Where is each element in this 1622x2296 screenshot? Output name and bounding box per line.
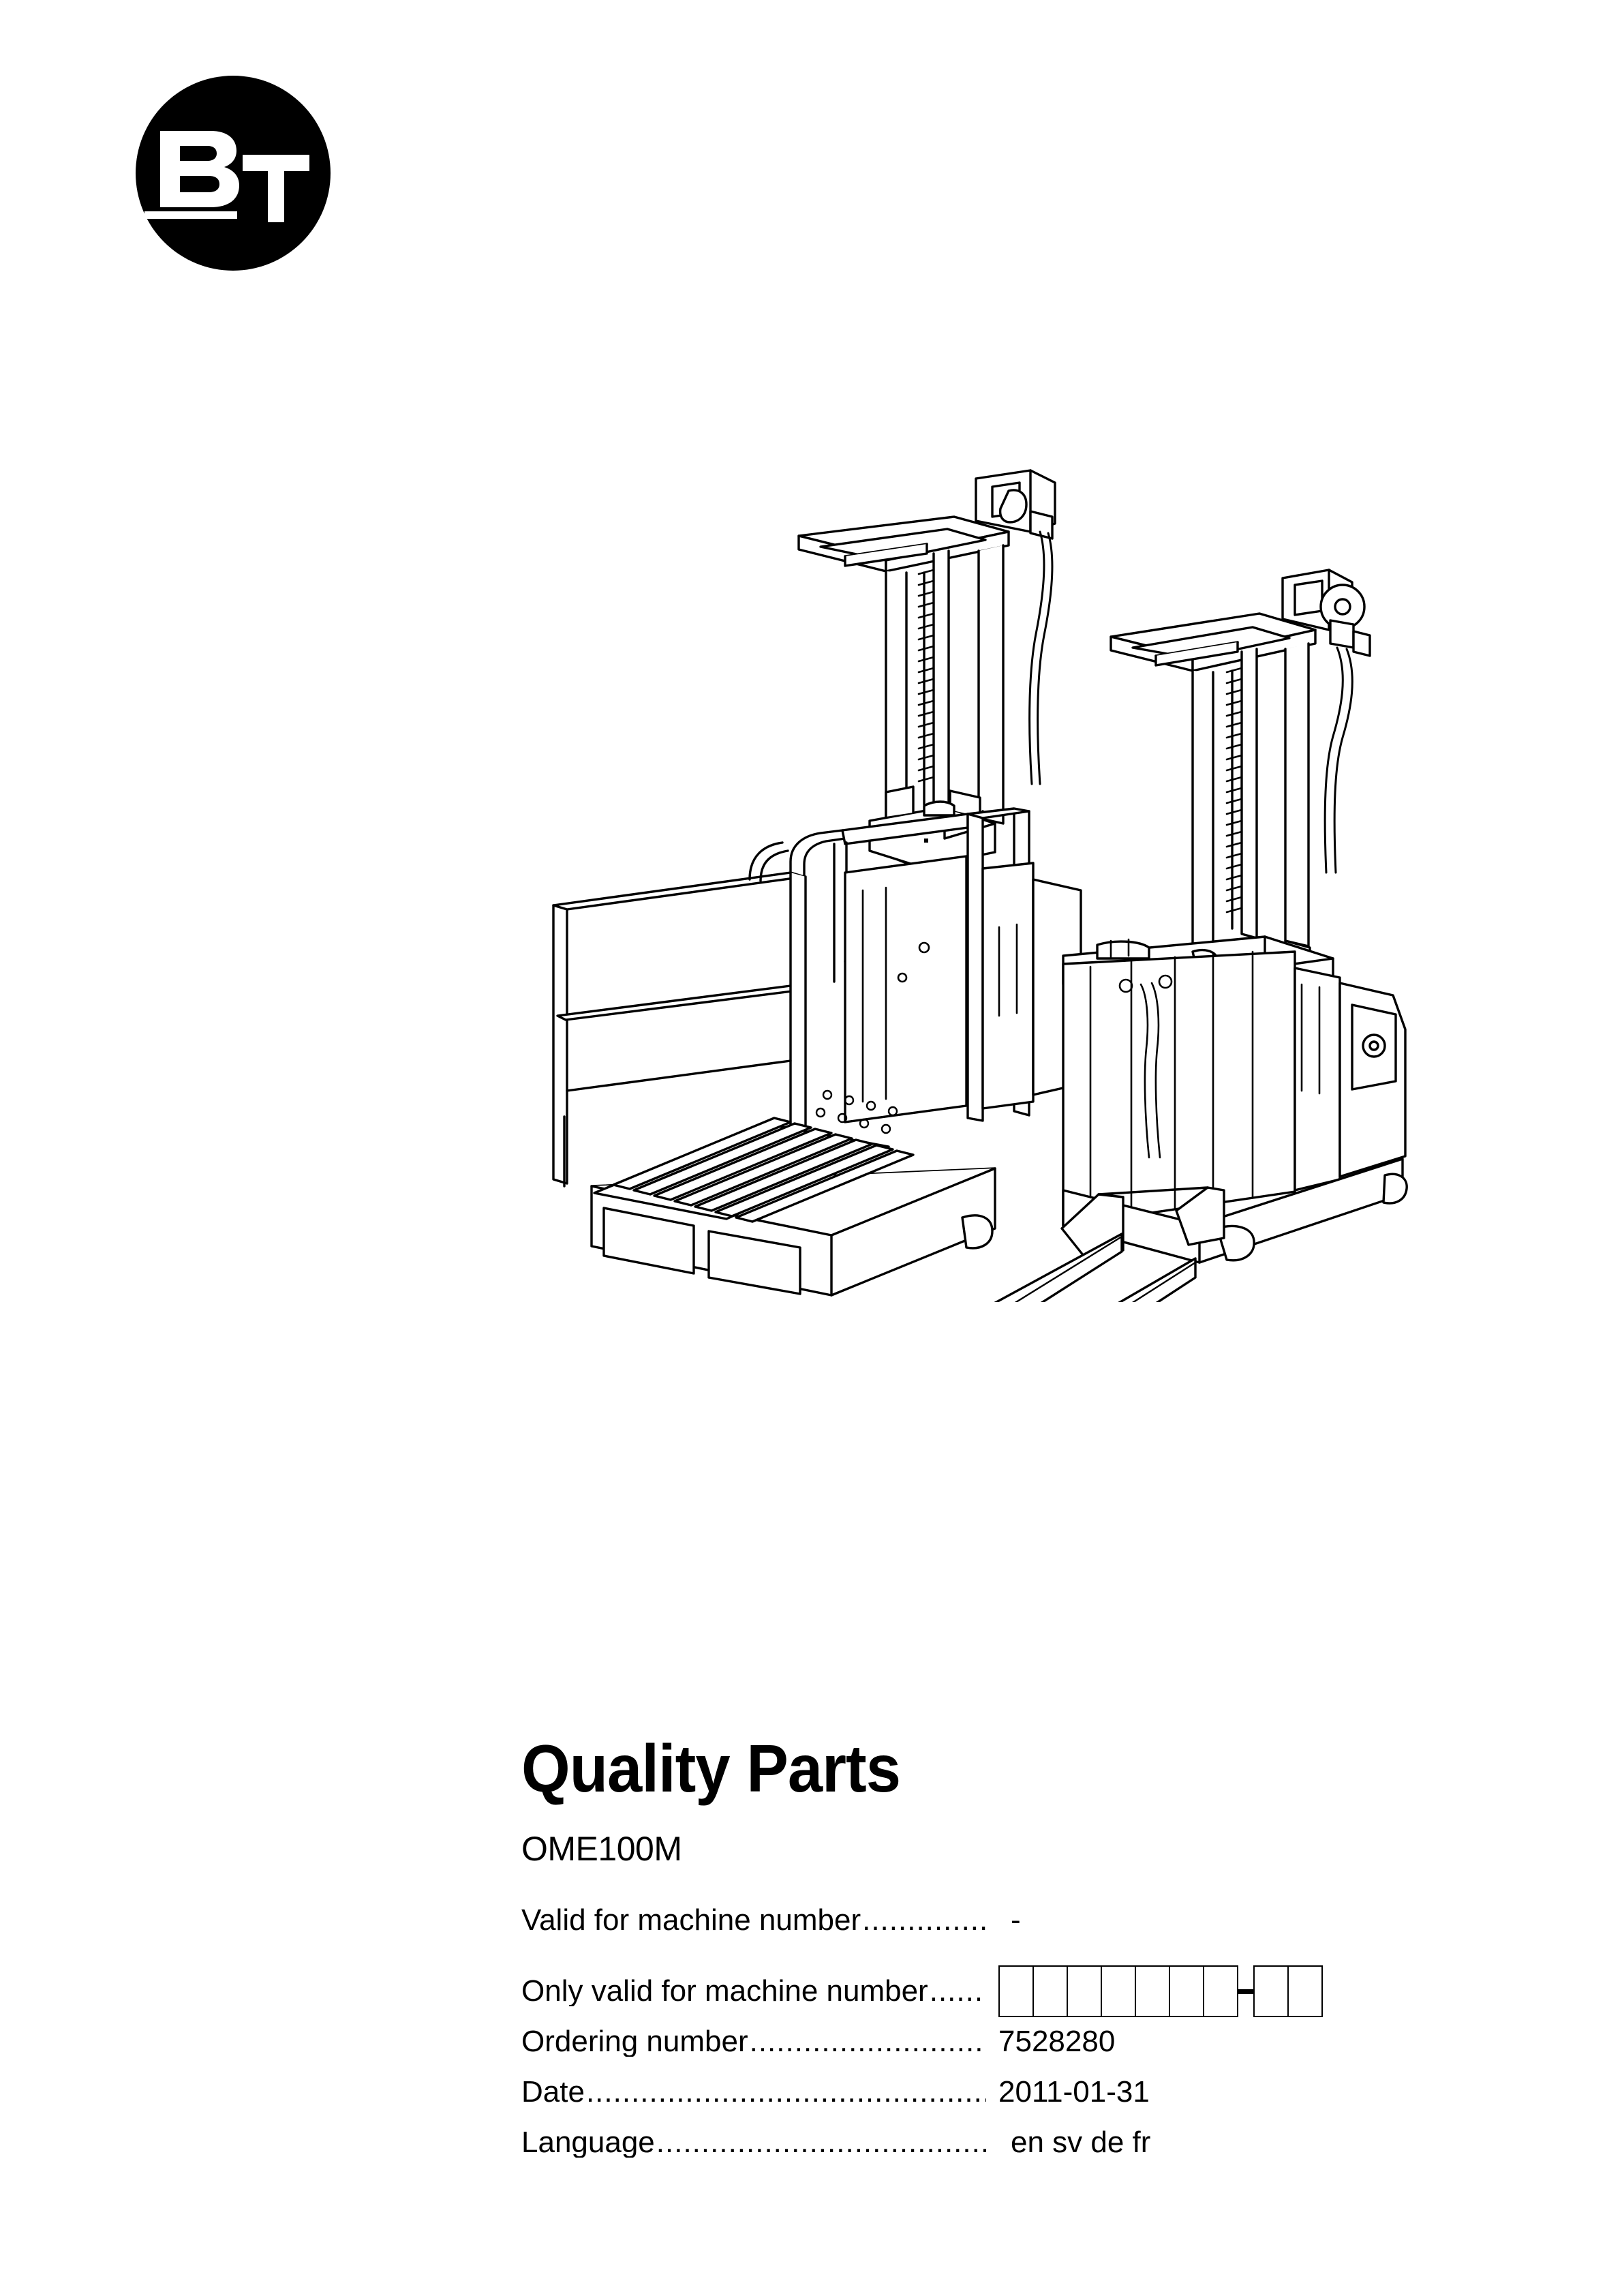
spec-label-wrap: Valid for machine number xyxy=(521,1905,986,1935)
rear-bolt-plate xyxy=(815,1089,898,1134)
front-mast-chain xyxy=(1225,667,1243,913)
serial-cell[interactable] xyxy=(1253,1965,1289,2017)
front-body-panel xyxy=(1062,950,1341,1227)
serial-cell[interactable] xyxy=(1032,1965,1068,2017)
dotted-leader xyxy=(862,1905,986,1935)
page-title: Quality Parts xyxy=(521,1731,901,1806)
front-chassis-base xyxy=(1062,1158,1408,1264)
front-left-post xyxy=(1191,669,1214,961)
serial-cell[interactable] xyxy=(1203,1965,1238,2017)
title-block: Quality Parts OME100M Valid for machine … xyxy=(521,1735,1475,2178)
serial-group-primary[interactable] xyxy=(998,1965,1238,2017)
spec-row-ordering-number: Ordering number 7528280 xyxy=(521,2027,1475,2077)
forks xyxy=(994,1233,1197,1302)
dotted-leader xyxy=(750,2027,986,2057)
model-designation: OME100M xyxy=(521,1830,682,1868)
front-machine xyxy=(994,569,1408,1302)
serial-cell[interactable] xyxy=(1169,1965,1204,2017)
order-picker-truck-illustration xyxy=(409,402,1540,1302)
logo-underline-gap xyxy=(237,211,243,219)
pallet-slat-deck xyxy=(593,1117,915,1223)
spec-value: 7528280 xyxy=(998,2025,1116,2058)
rear-drive-head xyxy=(975,469,1056,540)
spec-row-only-valid-for-machine-number: Only valid for machine number xyxy=(521,1956,1475,2027)
spec-label: Date xyxy=(521,2077,585,2107)
front-drive-head xyxy=(1281,569,1371,657)
spec-label-wrap: Ordering number xyxy=(521,2027,986,2057)
logo-letter-t xyxy=(243,155,309,222)
spec-label-wrap: Language xyxy=(521,2128,986,2158)
spec-row-language: Language en sv de fr xyxy=(521,2128,1475,2178)
rear-machine xyxy=(552,469,1082,1297)
rear-body-panel xyxy=(844,855,1082,1123)
serial-separator-dash xyxy=(1238,1989,1253,1994)
dotted-leader xyxy=(586,2077,986,2107)
front-rear-hood xyxy=(1338,982,1407,1178)
dotted-leader xyxy=(930,1976,986,2006)
serial-cell[interactable] xyxy=(1067,1965,1102,2017)
rear-right-post xyxy=(977,544,1005,825)
logo-letter-b xyxy=(160,131,239,207)
spec-label: Valid for machine number xyxy=(521,1905,861,1935)
spec-label: Ordering number xyxy=(521,2027,748,2057)
logo-underline xyxy=(144,211,237,219)
front-mast-rail xyxy=(1240,648,1258,939)
bt-logo-graphic xyxy=(136,76,331,271)
rear-cable xyxy=(1028,530,1045,785)
serial-cell[interactable] xyxy=(998,1965,1034,2017)
rear-mast-chain xyxy=(917,569,935,783)
rear-wheel-housing xyxy=(961,1214,994,1250)
rear-overhead-guard xyxy=(797,515,1010,573)
spec-row-valid-for-machine-number: Valid for machine number - xyxy=(521,1905,1475,1956)
rear-handwheel xyxy=(998,489,1028,524)
bt-logo xyxy=(135,75,331,271)
serial-cell[interactable] xyxy=(1287,1965,1323,2017)
serial-cell[interactable] xyxy=(1101,1965,1136,2017)
front-cable xyxy=(1323,646,1344,874)
spec-label-wrap: Only valid for machine number xyxy=(521,1976,986,2006)
front-right-post xyxy=(1284,642,1310,948)
spec-label: Language xyxy=(521,2128,655,2158)
spec-row-date: Date 2011-01-31 xyxy=(521,2077,1475,2128)
order-picker-line-drawing xyxy=(552,469,1408,1302)
spec-value: en sv de fr xyxy=(1011,2126,1151,2159)
serial-cell[interactable] xyxy=(1135,1965,1170,2017)
dotted-leader xyxy=(656,2128,986,2158)
spec-label-wrap: Date xyxy=(521,2077,986,2107)
spec-value: - xyxy=(1011,1903,1021,1937)
front-drive-wheel xyxy=(1216,1224,1255,1262)
fork-right xyxy=(1118,1257,1197,1302)
serial-number-input-grid[interactable] xyxy=(998,1965,1323,2017)
spec-label: Only valid for machine number xyxy=(521,1976,928,2006)
registration-dot xyxy=(924,839,928,843)
spec-value: 2011-01-31 xyxy=(998,2075,1150,2109)
rear-mast-rail xyxy=(932,549,950,817)
serial-group-suffix[interactable] xyxy=(1253,1965,1323,2017)
fork-left xyxy=(994,1233,1123,1302)
